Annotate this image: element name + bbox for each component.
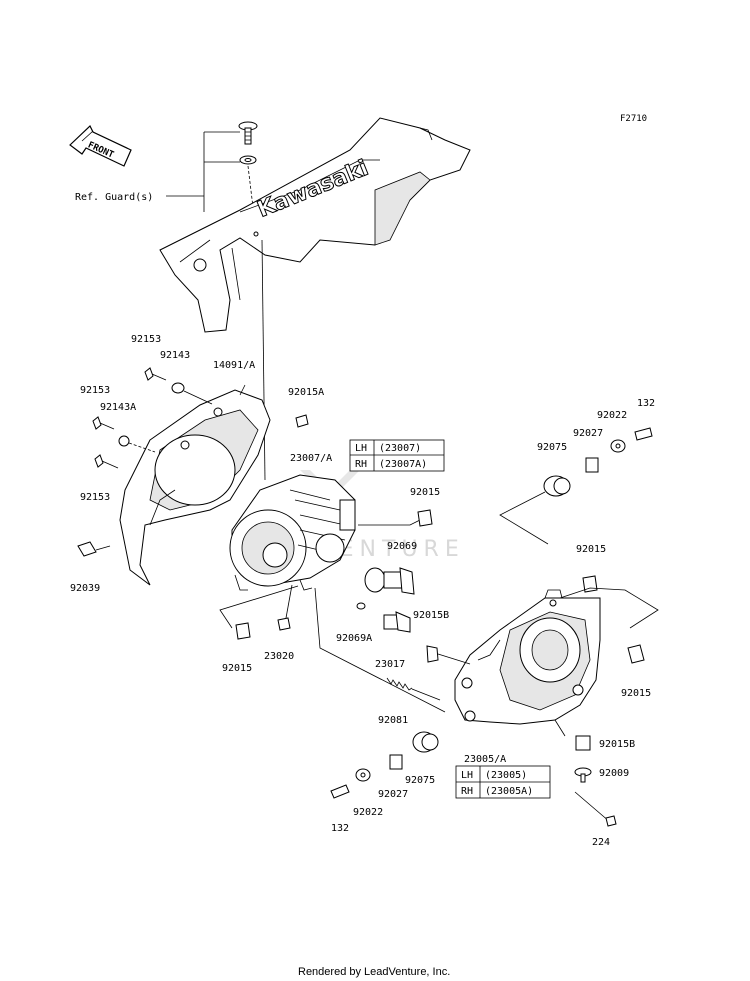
grommet-92075-a-icon bbox=[543, 475, 571, 497]
label-92027-a: 92027 bbox=[573, 428, 603, 439]
label-224: 224 bbox=[592, 837, 610, 848]
bolt-132-a-icon bbox=[634, 427, 653, 441]
table-lower-rh-code: (23005A) bbox=[485, 786, 533, 797]
collar-92027-b-icon bbox=[389, 754, 403, 770]
label-23005a: 23005/A bbox=[464, 754, 506, 765]
socket-23017-icon bbox=[383, 611, 411, 633]
label-92069a: 92069A bbox=[336, 633, 372, 644]
headlight-housing-upper bbox=[229, 474, 356, 591]
label-92143a: 92143A bbox=[100, 402, 136, 413]
collar-92143-icon bbox=[171, 382, 213, 405]
label-92153-top: 92153 bbox=[131, 334, 161, 345]
bulb-92069-icon bbox=[364, 567, 415, 595]
headlight-cover bbox=[159, 117, 471, 333]
spring-92081-icon bbox=[386, 677, 413, 691]
washer-92022-b-icon bbox=[355, 768, 371, 782]
front-arrow-icon: FRONT bbox=[69, 125, 132, 167]
label-92081: 92081 bbox=[378, 715, 408, 726]
nut-23020-icon bbox=[277, 584, 293, 631]
collar-92027-a-icon bbox=[585, 457, 599, 473]
label-14091a: 14091/A bbox=[213, 360, 255, 371]
nut-92015-a-icon bbox=[417, 509, 433, 527]
label-92143-top: 92143 bbox=[160, 350, 190, 361]
label-92015-b: 92015 bbox=[222, 663, 252, 674]
leader-92075-a bbox=[499, 491, 549, 545]
cover-leader bbox=[261, 239, 266, 481]
label-92153-low: 92153 bbox=[80, 492, 110, 503]
plug-92015b-a-icon bbox=[426, 645, 471, 665]
leader-92015-a bbox=[358, 519, 421, 526]
label-92022-b: 92022 bbox=[353, 807, 383, 818]
table-upper: LH (23007) RH (23007A) bbox=[349, 439, 445, 472]
label-92009: 92009 bbox=[599, 768, 629, 779]
left-bracket bbox=[119, 384, 271, 586]
leader-92081 bbox=[411, 688, 441, 701]
clip-92039-icon bbox=[77, 541, 111, 557]
label-92153-mid: 92153 bbox=[80, 385, 110, 396]
bolt-224-icon bbox=[574, 791, 617, 827]
label-92027-b: 92027 bbox=[378, 789, 408, 800]
washer-top-icon bbox=[239, 155, 257, 165]
label-92039: 92039 bbox=[70, 583, 100, 594]
table-lower-lh: LH bbox=[461, 770, 473, 781]
table-lower: LH (23005) RH (23005A) bbox=[455, 765, 551, 799]
label-132-a: 132 bbox=[637, 398, 655, 409]
table-upper-lh: LH bbox=[355, 443, 367, 454]
bolt-132-b-icon bbox=[330, 784, 350, 799]
label-92022-a: 92022 bbox=[597, 410, 627, 421]
leader-92015-b bbox=[219, 585, 299, 629]
bolt-92153-b-icon bbox=[92, 416, 115, 430]
footer-credit: Rendered by LeadVenture, Inc. bbox=[298, 966, 450, 978]
collar-92015b-b-icon bbox=[575, 735, 591, 751]
label-92015-d: 92015 bbox=[621, 688, 651, 699]
table-upper-rh: RH bbox=[355, 459, 367, 470]
table-upper-rh-code: (23007A) bbox=[379, 459, 427, 470]
ref-guard-note: Ref. Guard(s) bbox=[75, 192, 153, 203]
label-92075-a: 92075 bbox=[537, 442, 567, 453]
screw-92009-icon bbox=[574, 767, 592, 783]
headlight-housing-lower bbox=[454, 589, 601, 725]
nut-92015-b-icon bbox=[235, 622, 251, 640]
screw-top-icon bbox=[238, 121, 258, 145]
table-lower-rh: RH bbox=[461, 786, 473, 797]
label-92015b-b: 92015B bbox=[599, 739, 635, 750]
label-92015b-a: 92015B bbox=[413, 610, 449, 621]
nut-92015a-icon bbox=[295, 414, 309, 428]
label-92015-c: 92015 bbox=[576, 544, 606, 555]
table-upper-lh-code: (23007) bbox=[379, 443, 421, 454]
label-23017: 23017 bbox=[375, 659, 405, 670]
leader-23005a bbox=[554, 719, 566, 737]
collar-92143a-icon bbox=[118, 435, 156, 453]
label-132-b: 132 bbox=[331, 823, 349, 834]
bulb-92069a-icon bbox=[356, 602, 366, 610]
table-lower-lh-code: (23005) bbox=[485, 770, 527, 781]
bolt-92153-c-icon bbox=[94, 454, 119, 469]
label-92015a: 92015A bbox=[288, 387, 324, 398]
leader-92015-c bbox=[559, 587, 659, 629]
label-92015-a: 92015 bbox=[410, 487, 440, 498]
washer-92022-a-icon bbox=[610, 439, 626, 453]
label-23007a: 23007/A bbox=[290, 453, 332, 464]
label-23020: 23020 bbox=[264, 651, 294, 662]
leader-housing-lower bbox=[314, 587, 446, 713]
grommet-92075-b-icon bbox=[412, 731, 439, 753]
ref-guard-leader bbox=[166, 131, 240, 212]
figure-code: F2710 bbox=[620, 114, 647, 124]
bolt-92153-a-icon bbox=[144, 367, 167, 381]
label-92069: 92069 bbox=[387, 541, 417, 552]
label-92075-b: 92075 bbox=[405, 775, 435, 786]
nut-92015-d-icon bbox=[627, 644, 645, 664]
